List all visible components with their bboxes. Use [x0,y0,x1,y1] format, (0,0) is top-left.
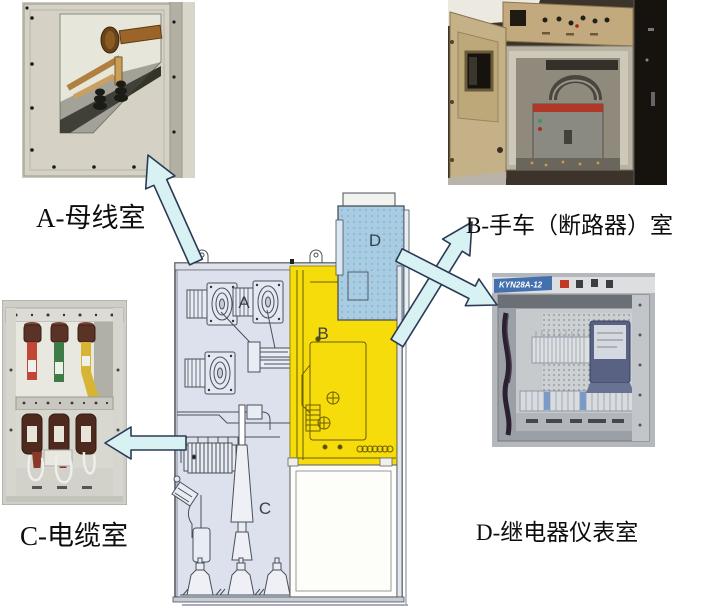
letter-d: D [369,231,381,250]
photo-breaker-compartment [448,0,667,185]
breaker-photo-graphic [448,0,667,185]
letter-a: A [238,293,250,312]
label-breaker-compartment: B-手车（断路器）室 [466,213,673,238]
letter-b: B [317,324,328,343]
letter-c: C [259,499,271,518]
cable-photo-graphic [2,300,127,505]
cabinet-cross-section: A B [171,192,410,606]
breaker-cell [502,45,634,171]
lower-front-zone [289,464,398,598]
photo-busbar-compartment [22,2,195,178]
wire-bundle [502,312,512,436]
insulator-stacks [93,80,128,110]
instrument-panel [502,1,634,47]
cable-compartment-drawing [171,404,291,596]
photo-cable-compartment [2,300,127,505]
label-relay-compartment: D-继电器仪表室 [476,520,639,545]
busbar-photo-graphic [22,2,195,178]
cabinet-side-panel [634,0,667,185]
relay-box-cap [342,192,396,207]
cable-loops [27,451,96,484]
photo-relay-compartment: KYN28A-12 [492,273,655,447]
lifting-lugs [195,249,323,263]
model-badge-text: KYN28A-12 [499,281,543,290]
open-door [449,11,507,185]
label-cable-compartment: C-电缆室 [20,521,128,551]
cabinet-base [172,596,405,603]
relay-device [586,320,634,393]
label-busbar-compartment: A-母线室 [36,203,146,233]
terminal-blocks [519,330,637,412]
panel-screws [25,6,176,169]
arrow-to-d [394,248,498,307]
cable-terminations [21,413,97,472]
copper-busbars [66,24,163,100]
model-badge [494,276,552,293]
busbar-connectors [220,309,301,373]
relay-photo-graphic: KYN28A-12 [492,273,655,447]
